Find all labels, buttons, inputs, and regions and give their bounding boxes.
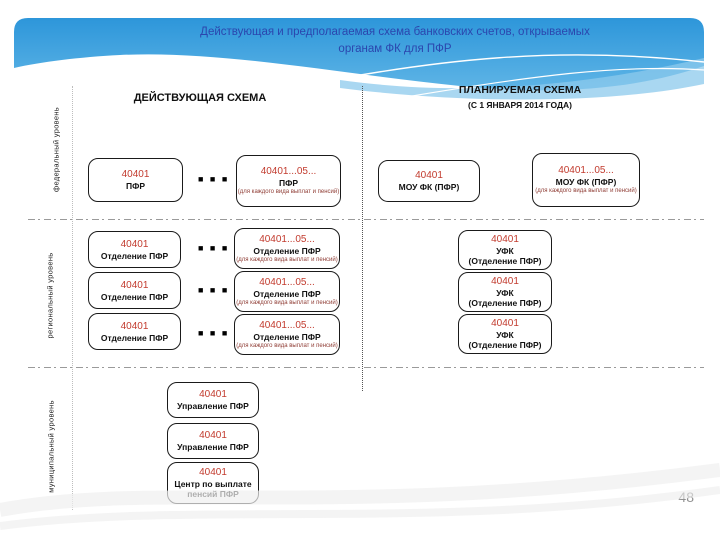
ellipsis-icon: ■ ■ ■ (198, 243, 230, 253)
account-number: 40401 (120, 238, 149, 250)
account-holder: Отделение ПФР (253, 245, 321, 256)
account-holder: Отделение ПФР (100, 291, 169, 302)
account-holder-note: (Отделение ПФР) (468, 340, 542, 350)
account-number: 40401 (199, 389, 227, 400)
header-banner-graphic (14, 18, 705, 100)
box-planned-federal-mou-multi: 40401...05... МОУ ФК (ПФР) (для каждого … (532, 153, 640, 207)
box-planned-regional-ufk-2: 40401 УФК (Отделение ПФР) (458, 272, 552, 312)
slide-title-line1: Действующая и предполагаемая схема банко… (200, 26, 590, 38)
slide-title: Действующая и предполагаемая схема банко… (90, 24, 700, 58)
footer-wave-decoration (0, 463, 720, 530)
account-number: 40401 (491, 276, 519, 287)
current-scheme-title: ДЕЙСТВУЮЩАЯ СХЕМА (133, 92, 267, 104)
account-holder: Отделение ПФР (100, 332, 169, 343)
scheme-divider-line (362, 86, 363, 391)
box-current-regional-otdelenie-multi-2: 40401...05... Отделение ПФР (для каждого… (234, 271, 340, 312)
account-number: 40401 (415, 170, 443, 181)
account-holder: МОУ ФК (ПФР) (398, 182, 460, 192)
account-holder: Отделение ПФР (253, 331, 321, 342)
box-current-regional-otdelenie-3: 40401 Отделение ПФР (88, 313, 181, 350)
account-holder-note: (Отделение ПФР) (468, 256, 542, 266)
account-number: 40401 (120, 320, 149, 332)
ellipsis-icon: ■ ■ ■ (198, 285, 230, 295)
planned-scheme-subtitle: (С 1 ЯНВАРЯ 2014 ГОДА) (468, 100, 572, 110)
account-number: 40401...05... (259, 233, 315, 245)
box-current-regional-otdelenie-2: 40401 Отделение ПФР (88, 272, 181, 309)
box-current-federal-pfr-multi: 40401...05... ПФР (для каждого вида выпл… (236, 155, 341, 207)
account-number: 40401...05... (558, 165, 614, 176)
account-number: 40401 (199, 430, 227, 441)
account-caption: (для каждого вида выплат и пенсий) (236, 342, 338, 349)
level-label-regional: региональный уровень (45, 252, 55, 339)
account-holder: ПФР (125, 181, 146, 191)
account-holder: Управление ПФР (177, 401, 249, 411)
account-caption: (для каждого вида выплат и пенсий) (535, 188, 637, 194)
account-holder: Отделение ПФР (100, 250, 169, 261)
account-caption: (для каждого вида выплат и пенсий) (237, 189, 340, 195)
ellipsis-icon: ■ ■ ■ (198, 328, 230, 338)
account-number: 40401 (121, 169, 150, 180)
left-guide-line (72, 86, 73, 510)
account-holder: УФК (496, 288, 514, 298)
planned-scheme-title: ПЛАНИРУЕМАЯ СХЕМА (458, 84, 582, 96)
box-current-municipal-upravlenie-2: 40401 Управление ПФР (167, 423, 259, 459)
box-current-federal-pfr: 40401 ПФР (88, 158, 183, 202)
ellipsis-icon: ■ ■ ■ (198, 174, 230, 184)
regional-municipal-separator (28, 367, 704, 368)
box-current-regional-otdelenie-multi-3: 40401...05... Отделение ПФР (для каждого… (234, 314, 340, 355)
account-holder: Отделение ПФР (253, 288, 321, 299)
level-label-federal: федеральный уровень (51, 107, 61, 192)
account-number: 40401...05... (259, 319, 315, 331)
box-current-municipal-upravlenie-1: 40401 Управление ПФР (167, 382, 259, 418)
account-holder: УФК (496, 330, 514, 340)
account-holder: УФК (496, 246, 514, 256)
account-number: 40401 (491, 234, 519, 245)
account-caption: (для каждого вида выплат и пенсий) (236, 256, 338, 263)
box-current-regional-otdelenie-multi-1: 40401...05... Отделение ПФР (для каждого… (234, 228, 340, 269)
account-number: 40401...05... (259, 276, 315, 288)
account-holder: Управление ПФР (177, 442, 249, 452)
account-number: 40401 (491, 318, 519, 329)
account-number: 40401...05... (260, 166, 317, 177)
account-holder-note: (Отделение ПФР) (468, 298, 542, 308)
box-planned-federal-mou: 40401 МОУ ФК (ПФР) (378, 160, 480, 202)
box-current-regional-otdelenie-1: 40401 Отделение ПФР (88, 231, 181, 268)
federal-regional-separator (28, 219, 704, 220)
account-holder: ПФР (278, 178, 299, 188)
account-caption: (для каждого вида выплат и пенсий) (236, 299, 338, 306)
box-planned-regional-ufk-1: 40401 УФК (Отделение ПФР) (458, 230, 552, 270)
account-number: 40401 (120, 279, 149, 291)
account-number: 40401 (199, 467, 227, 478)
account-holder: МОУ ФК (ПФР) (555, 177, 617, 187)
slide-title-line2: органам ФК для ПФР (338, 43, 452, 55)
box-planned-regional-ufk-3: 40401 УФК (Отделение ПФР) (458, 314, 552, 354)
